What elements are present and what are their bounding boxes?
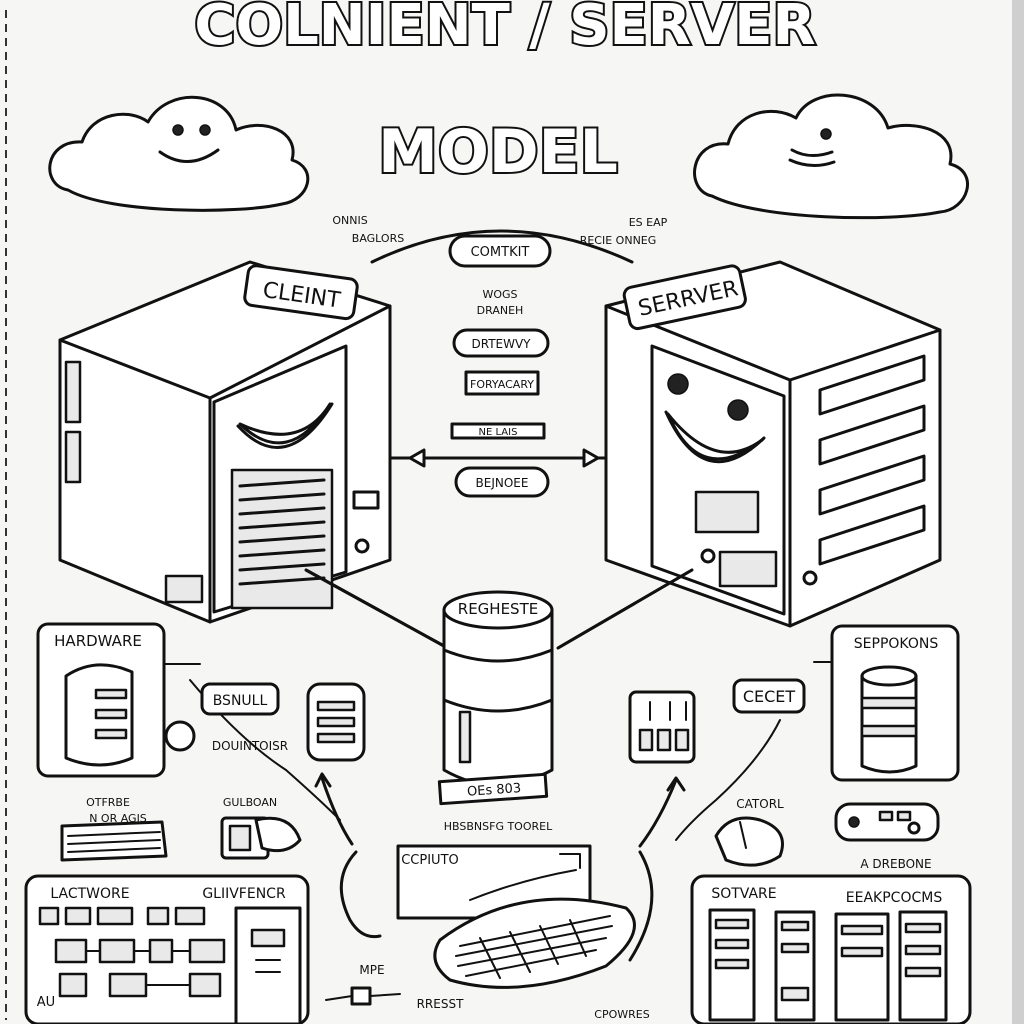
top-right-label-2: RECIE ONNEG (580, 234, 657, 247)
center-pill (448, 234, 552, 268)
top-right-label-1: ES EAP (629, 216, 668, 229)
center-bottom-caption: HBSBNSFG TOOREL (444, 820, 553, 833)
top-left-label-2: BAGLORS (352, 232, 404, 245)
cpu-label: CCPIUTO (401, 853, 459, 868)
bottom-right-title-a: SOTVARE (711, 886, 776, 902)
title-line1: COLNIENT / SERVER (194, 0, 815, 58)
center-pill-2 (452, 328, 550, 358)
right-pill (732, 678, 806, 714)
cloud-icon (693, 93, 969, 220)
top-left-label-1: ONNIS (332, 214, 367, 227)
bottom-right-title-b: EEAKPCOCMS (846, 890, 943, 906)
connection-arc (370, 229, 634, 264)
database-icon (860, 665, 918, 774)
arrow-down-right (628, 850, 654, 962)
computer-icon (220, 816, 302, 860)
center-pill-3-label: BEJNOEE (476, 476, 529, 490)
cpowres-label: CPOWRES (594, 1008, 649, 1021)
client-tag (243, 264, 359, 321)
center-bar-label: NE LAIS (479, 427, 518, 438)
right-item-1: CATORL (736, 797, 784, 811)
left-caption: DOUINTOISR (212, 739, 288, 753)
server-tag (622, 264, 747, 331)
hardware-title: HARDWARE (54, 632, 142, 650)
right-item-2: A DREBONE (860, 857, 931, 871)
arrow-up-right (638, 778, 678, 848)
server-rack-icons (708, 908, 948, 1022)
left-item-3: GULBOAN (223, 796, 277, 809)
center-pill-3 (454, 466, 550, 498)
database-icon (306, 682, 366, 762)
title-line2: MODEL (378, 117, 618, 187)
center-box-label: FORYACARY (470, 378, 534, 391)
connector-icon (834, 802, 940, 842)
center-text-2: DRANEH (477, 304, 524, 317)
disc-icon (164, 720, 196, 752)
left-item-1: OTFRBE (86, 796, 130, 809)
spiral-binding (5, 0, 1024, 1024)
server-computer (604, 260, 942, 628)
arrow-up-left (320, 776, 354, 846)
keyboard-icon (60, 820, 168, 862)
bottom-left-title-b: GLIIVFENCR (202, 886, 286, 902)
right-pill-label: CECET (743, 687, 796, 706)
module-grid (38, 906, 226, 998)
database-label: REGHESTE (458, 600, 538, 618)
plug-icon (325, 986, 401, 1006)
mpe-label: MPE (359, 963, 384, 977)
bottom-left-title-a: LACTWORE (50, 886, 129, 902)
keyboard-icon (433, 897, 636, 989)
rress-label: RRESST (417, 997, 464, 1011)
mouse-icon (714, 816, 784, 867)
center-pill-label: COMTKIT (471, 245, 530, 260)
right-panel-title: SEPPOKONS (854, 636, 939, 652)
bottom-left-tower (234, 906, 302, 1024)
center-box (464, 370, 540, 396)
center-pill-2-label: DRTEWVY (471, 337, 531, 351)
database-icon (437, 590, 554, 806)
arrow-left-icon (408, 448, 426, 468)
arrow-down-left (339, 850, 382, 939)
left-pill (200, 682, 280, 716)
cloud-icon (48, 96, 310, 212)
server-icon (64, 663, 134, 767)
database-band: OEs 803 (467, 781, 522, 800)
center-text-1: WOGS (482, 288, 517, 301)
switch-icon (628, 690, 696, 764)
center-bar (450, 422, 546, 440)
bottom-left-corner: AU (37, 995, 55, 1010)
client-computer (58, 260, 392, 624)
left-pill-label: BSNULL (213, 693, 268, 709)
arrow-right-icon (582, 448, 600, 468)
